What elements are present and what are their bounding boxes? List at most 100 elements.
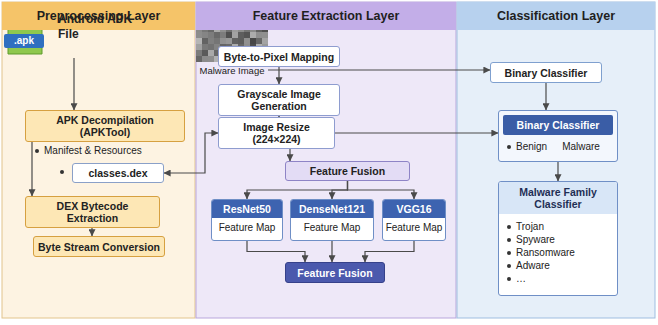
pixel: [262, 20, 268, 26]
pixel: [208, 26, 214, 32]
cnn-box: DenseNet121Feature Map: [290, 199, 374, 241]
flow-arrow: [268, 69, 490, 70]
output-row: BenignMalware: [499, 135, 617, 158]
pixel: [238, 14, 244, 20]
bullet-dot: [507, 145, 511, 149]
layer-panel: Classification LayerBinary ClassifierBin…: [457, 2, 655, 318]
pixel: [262, 50, 268, 56]
pixel: [196, 2, 202, 8]
pixel: [256, 56, 262, 62]
pixel: [262, 32, 268, 38]
pixel: [244, 56, 250, 62]
family-row: …: [507, 273, 609, 284]
pixel: [232, 20, 238, 26]
pixel: [196, 44, 202, 50]
classifier-title: Malware Family Classifier: [499, 182, 617, 214]
pixel: [202, 8, 208, 14]
pixel: [196, 32, 202, 38]
pixel: [250, 20, 256, 26]
process-box: APK Decompilation (APKTool): [25, 110, 185, 142]
pixel: [208, 44, 214, 50]
family-label: Ransomware: [516, 247, 575, 258]
bullet-dot: [507, 238, 511, 242]
flow-arrow: [365, 241, 414, 262]
pixel: [244, 50, 250, 56]
pixel: [202, 32, 208, 38]
pixel: [262, 38, 268, 44]
pixel: [220, 44, 226, 50]
pixel: [220, 14, 226, 20]
pixel: [232, 56, 238, 62]
pixel: [262, 8, 268, 14]
pixel: [202, 50, 208, 56]
box-label: Binary Classifier: [505, 67, 588, 79]
pixel: [214, 26, 220, 32]
flow-arrow: [289, 149, 290, 161]
pixel: [256, 14, 262, 20]
image-caption: Malware Image: [196, 65, 268, 76]
pixel: [214, 20, 220, 26]
fusion-box: Feature Fusion: [285, 161, 410, 181]
flow-arrow: [247, 181, 348, 199]
pixel: [250, 32, 256, 38]
bullet-dot: [60, 170, 64, 174]
family-label: …: [516, 273, 526, 284]
pixel: [208, 32, 214, 38]
flow-arrow: [545, 83, 546, 110]
file-box: classes.dex: [72, 163, 164, 183]
family-classifier: Malware Family ClassifierTrojanSpywareRa…: [498, 181, 618, 296]
panel-ground: [2, 2, 195, 318]
panel-ground: [196, 2, 456, 318]
pixel: [226, 56, 232, 62]
pixel: [256, 32, 262, 38]
flow-arrow: [31, 142, 32, 196]
pixel: [196, 56, 202, 62]
box-label: Image Resize (224×224): [223, 121, 330, 145]
pixel: [196, 50, 202, 56]
pixel: [244, 2, 250, 8]
model-name: VGG16: [383, 200, 445, 218]
android-eye: [20, 24, 23, 27]
panel-ground: [457, 2, 655, 318]
pixel: [238, 8, 244, 14]
pixel: [232, 44, 238, 50]
pixel: [226, 26, 232, 32]
flow-arrow: [335, 132, 498, 133]
pixel: [232, 38, 238, 44]
pixel: [214, 32, 220, 38]
bullet-dot: [507, 251, 511, 255]
layer-title: Classification Layer: [457, 2, 655, 30]
bullet-dot: [507, 277, 511, 281]
box-label: Grayscale Image Generation: [223, 88, 335, 112]
pixel: [220, 8, 226, 14]
classifier-box: Binary Classifier: [490, 62, 602, 83]
file-label: Android APK File: [58, 12, 142, 42]
layer-panel: Preprocessing Layer.apkAndroid APK FileA…: [2, 2, 195, 318]
family-row: Trojan: [507, 221, 609, 232]
pixel: [238, 50, 244, 56]
pixel: [238, 44, 244, 50]
pixel: [208, 8, 214, 14]
pixel: [244, 8, 250, 14]
pixel: [238, 26, 244, 32]
pixel: [262, 56, 268, 62]
pixel: [208, 56, 214, 62]
flow-arrow: [247, 241, 305, 262]
box-label: classes.dex: [89, 167, 148, 179]
fusion-box: Feature Fusion: [285, 262, 385, 283]
flow-arrow: [91, 228, 92, 236]
pixel: [238, 32, 244, 38]
pixel: [214, 44, 220, 50]
android-antenna: [14, 15, 36, 19]
pixel: [226, 38, 232, 44]
pixel: [202, 14, 208, 20]
family-list: TrojanSpywareRansomwareAdware…: [499, 214, 617, 291]
pixel: [232, 2, 238, 8]
family-label: Trojan: [516, 221, 544, 232]
pixel: [256, 26, 262, 32]
box-label: Byte-to-Pixel Mapping: [224, 51, 334, 63]
pixel: [250, 44, 256, 50]
pixel: [196, 26, 202, 32]
pixel: [232, 26, 238, 32]
bullet-dot: [507, 225, 511, 229]
